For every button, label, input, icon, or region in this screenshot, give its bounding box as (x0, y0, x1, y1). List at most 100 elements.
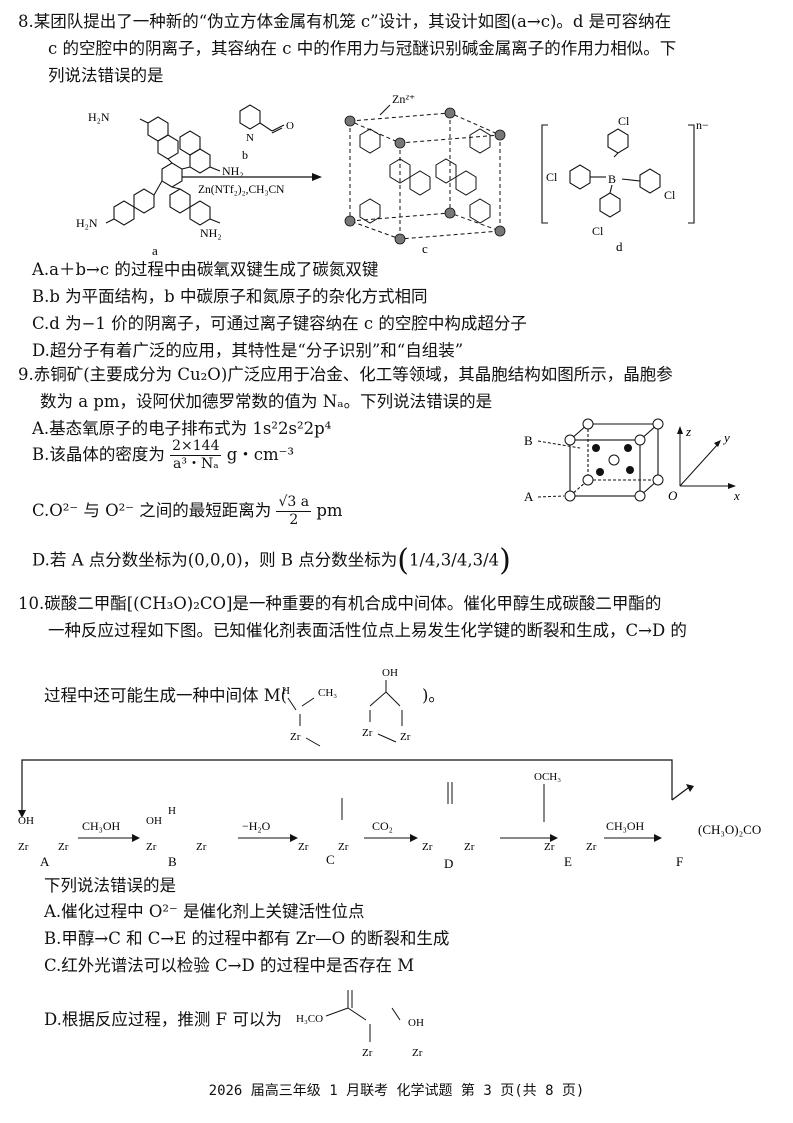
arrow-ch3oh: CH₃OH (82, 819, 121, 833)
species-c: C (326, 852, 335, 867)
q10-options: A.催化过程中 O²⁻ 是催化剂上关键活性位点 B.甲醇→C 和 C→E 的过程… (44, 898, 449, 979)
q8-option-a: A.a＋b→c 的过程中由碳氧双键生成了碳氮双键 (32, 260, 379, 279)
q8-stem: 8.某团队提出了一种新的“伪立方体金属有机笼 c”设计，其设计如图(a→c)。d… (18, 8, 676, 89)
q9-c-unit: pm (316, 501, 343, 520)
q9-stem-line1: 9.赤铜矿(主要成分为 Cu₂O)广泛应用于冶金、化工等领域，其晶胞结构如图所示… (18, 365, 673, 384)
q8-figure: H₂N NH₂ H₂N NH₂ a N O b Zn(NTf₂)₂,CH₃CN (76, 95, 709, 255)
f-oh: OH (408, 1017, 424, 1029)
arrow-co2: CO₂ (372, 819, 393, 833)
e-och3: OCH₃ (534, 771, 561, 783)
d-zr-1: Zr (422, 841, 433, 853)
species-e: E (564, 854, 572, 869)
q8-stem-line3: 列说法错误的是 (48, 66, 164, 85)
b-n: N (246, 132, 254, 144)
m-oh: OH (382, 667, 398, 679)
zn-pointer (379, 104, 391, 116)
b-o: O (286, 120, 294, 132)
axis-z: z (685, 424, 691, 439)
anion-d (541, 124, 695, 224)
d-cl-right: Cl (664, 188, 676, 202)
q9-c-fraction: √3 a 2 (276, 494, 312, 529)
q10-stem-line2: 一种反应过程如下图。已知催化剂表面活性位点上易发生化学键的断裂和生成，C→D 的 (48, 621, 687, 640)
a-zr-1: Zr (18, 841, 29, 853)
axis-y: y (722, 430, 730, 445)
label-c: c (422, 241, 428, 255)
q9-b-fraction: 2×144 a³・Nₐ (170, 438, 222, 473)
d-cl-left: Cl (546, 170, 558, 184)
molecule-a (105, 116, 221, 226)
q9-unit-cell-figure: B A z y x O (524, 418, 740, 504)
m-h: H (282, 685, 290, 697)
reaction-arrow-head (312, 173, 322, 181)
q10-option-d: D.根据反应过程，推测 F 可以为 (44, 1010, 282, 1029)
q8-option-c: C.d 为−1 价的阴离子，可通过离子键容纳在 c 的空腔中构成超分子 (32, 314, 527, 333)
q9-b-text: B.该晶体的密度为 (32, 445, 165, 464)
d-cl-top: Cl (618, 114, 630, 128)
m-ch3: CH₃ (318, 687, 337, 699)
q9-c-text: C.O²⁻ 与 O²⁻ 之间的最短距离为 (32, 501, 272, 520)
q10-option-c: C.红外光谱法可以检验 C→D 的过程中是否存在 M (44, 956, 415, 975)
q9-stem: 9.赤铜矿(主要成分为 Cu₂O)广泛应用于冶金、化工等领域，其晶胞结构如图所示… (18, 361, 673, 415)
m-zr-3: Zr (400, 731, 411, 743)
e-zr-2: Zr (586, 841, 597, 853)
b-zr-2: Zr (196, 841, 207, 853)
q8-stem-line2: c 的空腔中的阴离子，其容纳在 c 中的作用力与冠醚识别碱金属离子的作用力相似。… (48, 39, 677, 58)
q9-c-denominator: 2 (289, 512, 299, 528)
q9-option-d: D.若 A 点分数坐标为(0,0,0)，则 B 点分数坐标为(1/4,3/4,3… (32, 543, 511, 578)
arrow-top-label: b (242, 148, 248, 162)
q10-option-a: A.催化过程中 O²⁻ 是催化剂上关键活性位点 (44, 902, 365, 921)
b-pointer (537, 440, 581, 449)
q9-d-coord-x: 1/4 (408, 550, 436, 570)
q10-option-b: B.甲醇→C 和 C→E 的过程中都有 Zr—O 的断裂和生成 (44, 929, 450, 948)
axis-x: x (733, 488, 740, 503)
arrow-ch3oh-2: CH₃OH (606, 819, 645, 833)
q10-option-d-structure: H₃CO OH Zr Zr (296, 990, 424, 1059)
d-zr-2: Zr (464, 841, 475, 853)
cell-point-a: A (524, 489, 534, 504)
q10-reaction-scheme: (CH₃O)₂CO OH Zr Zr A CH₃OH OH H Zr Zr B … (18, 759, 761, 871)
species-a: A (40, 854, 50, 869)
q10-stem-line3-end: )。 (422, 686, 445, 705)
f-h3co: H₃CO (296, 1013, 323, 1025)
b-zr-1: Zr (146, 841, 157, 853)
q9-d-coord-y: 3/4 (440, 550, 468, 570)
q9-d-text: D.若 A 点分数坐标为(0,0,0)，则 B 点分数坐标为 (32, 550, 398, 570)
q10-stem-line3: 过程中还可能生成一种中间体 M( (44, 686, 288, 705)
d-boron: B (608, 172, 616, 186)
cell-point-b: B (524, 433, 533, 448)
arrow-bottom-label: Zn(NTf₂)₂,CH₃CN (198, 184, 285, 196)
m-zr-1: Zr (290, 731, 301, 743)
q9-b-unit: g・cm⁻³ (226, 445, 295, 464)
axes (679, 432, 730, 487)
label-d: d (616, 239, 623, 254)
intermediate-m-structure: OH H CH₃ Zr Zr Zr (282, 667, 411, 747)
q10-prompt: 下列说法错误的是 (44, 876, 176, 895)
b-h: H (168, 805, 176, 817)
q9-option-b: B.该晶体的密度为 2×144 a³・Nₐ g・cm⁻³ (32, 438, 294, 473)
a-nh2-right: NH₂ (222, 164, 244, 178)
a-pointer (537, 495, 565, 498)
cage-c (349, 112, 501, 240)
q9-option-a: A.基态氧原子的电子排布式为 1s²2s²2p⁴ (32, 419, 332, 438)
f-zr-1: Zr (362, 1047, 373, 1059)
q8-option-b: B.b 为平面结构，b 中碳原子和氮原子的杂化方式相同 (32, 287, 428, 306)
q9-option-c: C.O²⁻ 与 O²⁻ 之间的最短距离为 √3 a 2 pm (32, 494, 343, 529)
a-h2n-bottom: H₂N (76, 216, 98, 230)
species-b: B (168, 854, 177, 869)
q9-b-denominator: a³・Nₐ (173, 456, 219, 472)
q8-stem-line1: 8.某团队提出了一种新的“伪立方体金属有机笼 c”设计，其设计如图(a→c)。d… (18, 12, 672, 31)
q9-b-numerator: 2×144 (170, 438, 222, 456)
axis-origin: O (668, 488, 678, 503)
molecule-b (239, 104, 285, 134)
f-zr-2: Zr (412, 1047, 423, 1059)
q8-option-d: D.超分子有着广泛的应用，其特性是“分子识别”和“自组装” (32, 341, 464, 360)
product-dmc: (CH₃O)₂CO (698, 822, 761, 837)
a-zr-2: Zr (58, 841, 69, 853)
b-oh: OH (146, 815, 162, 827)
a-nh2-top: H₂N (88, 110, 110, 124)
a-nh2-bottom: NH₂ (200, 226, 222, 240)
species-d: D (444, 856, 453, 871)
c-zr-2: Zr (338, 841, 349, 853)
d-charge: n− (696, 118, 709, 132)
cycle-return-line (21, 759, 673, 812)
